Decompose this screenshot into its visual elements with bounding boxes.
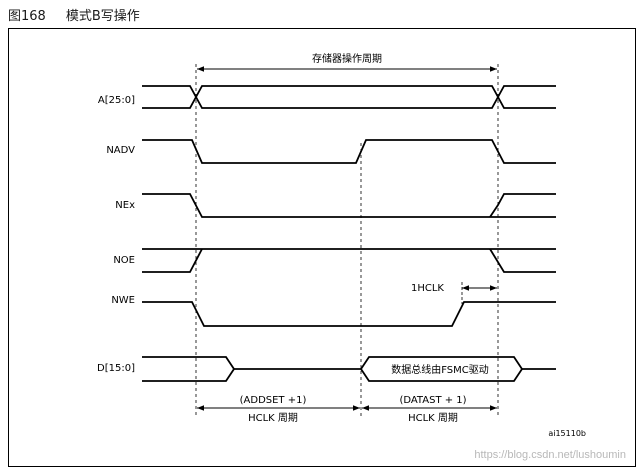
datast-unit: HCLK 周期: [408, 412, 458, 424]
data-waveform: [142, 356, 556, 382]
diagram-frame: [8, 28, 636, 467]
nex-waveform: [142, 193, 556, 218]
figure-id-code: ai15110b: [548, 429, 586, 438]
signal-label-nadv: NADV: [106, 145, 135, 156]
nwe-waveform: [142, 301, 556, 327]
nadv-waveform: [142, 139, 556, 164]
signal-label-data: D[15:0]: [97, 363, 135, 374]
figure-caption: 模式B写操作: [65, 9, 140, 24]
memory-cycle-label: 存储器操作周期: [312, 52, 382, 65]
signal-label-nex: NEx: [115, 200, 135, 211]
watermark: https://blog.csdn.net/lushoumin: [474, 449, 626, 461]
figure-number: 图168: [8, 9, 46, 24]
figure-title: 图168 模式B写操作: [8, 5, 140, 24]
addset-label: (ADDSET +1): [240, 395, 307, 406]
timing-guides: [195, 64, 499, 418]
data-bus-label: 数据总线由FSMC驱动: [391, 363, 489, 376]
address-waveform: [142, 85, 556, 109]
one-hclk-label: 1HCLK: [411, 283, 444, 294]
signal-label-address: A[25:0]: [98, 95, 135, 106]
datast-label: (DATAST + 1): [399, 395, 466, 406]
addset-unit: HCLK 周期: [248, 412, 298, 424]
noe-waveform: [142, 248, 556, 273]
signal-label-noe: NOE: [113, 255, 135, 266]
signal-label-nwe: NWE: [111, 295, 135, 306]
